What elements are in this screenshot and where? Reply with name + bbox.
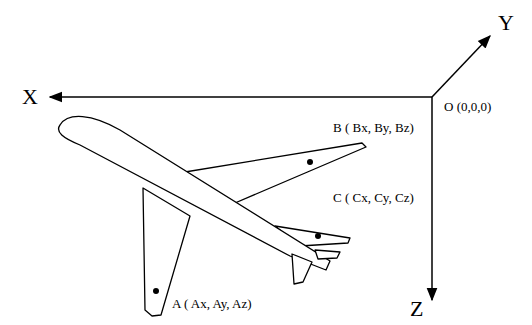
vertical-fin [292,254,312,284]
point-a [153,288,159,294]
point-label: A ( Ax, Ay, Az) [172,297,252,310]
y-axis [432,36,490,97]
airplane [59,116,366,316]
point-label: B ( Bx, By, Bz) [333,121,414,134]
axis-label: Z [410,298,423,320]
point-c [315,233,321,239]
fuselage [59,116,330,270]
axis-label: X [22,86,38,108]
point-label: C ( Cx, Cy, Cz) [333,191,414,204]
axes [50,36,490,300]
axis-label: Y [498,12,514,34]
x-axis [50,96,432,98]
points [153,159,321,294]
point-b [307,159,313,165]
tail-fin [315,250,340,259]
z-axis [431,97,433,300]
origin-label: O (0,0,0) [444,100,491,113]
